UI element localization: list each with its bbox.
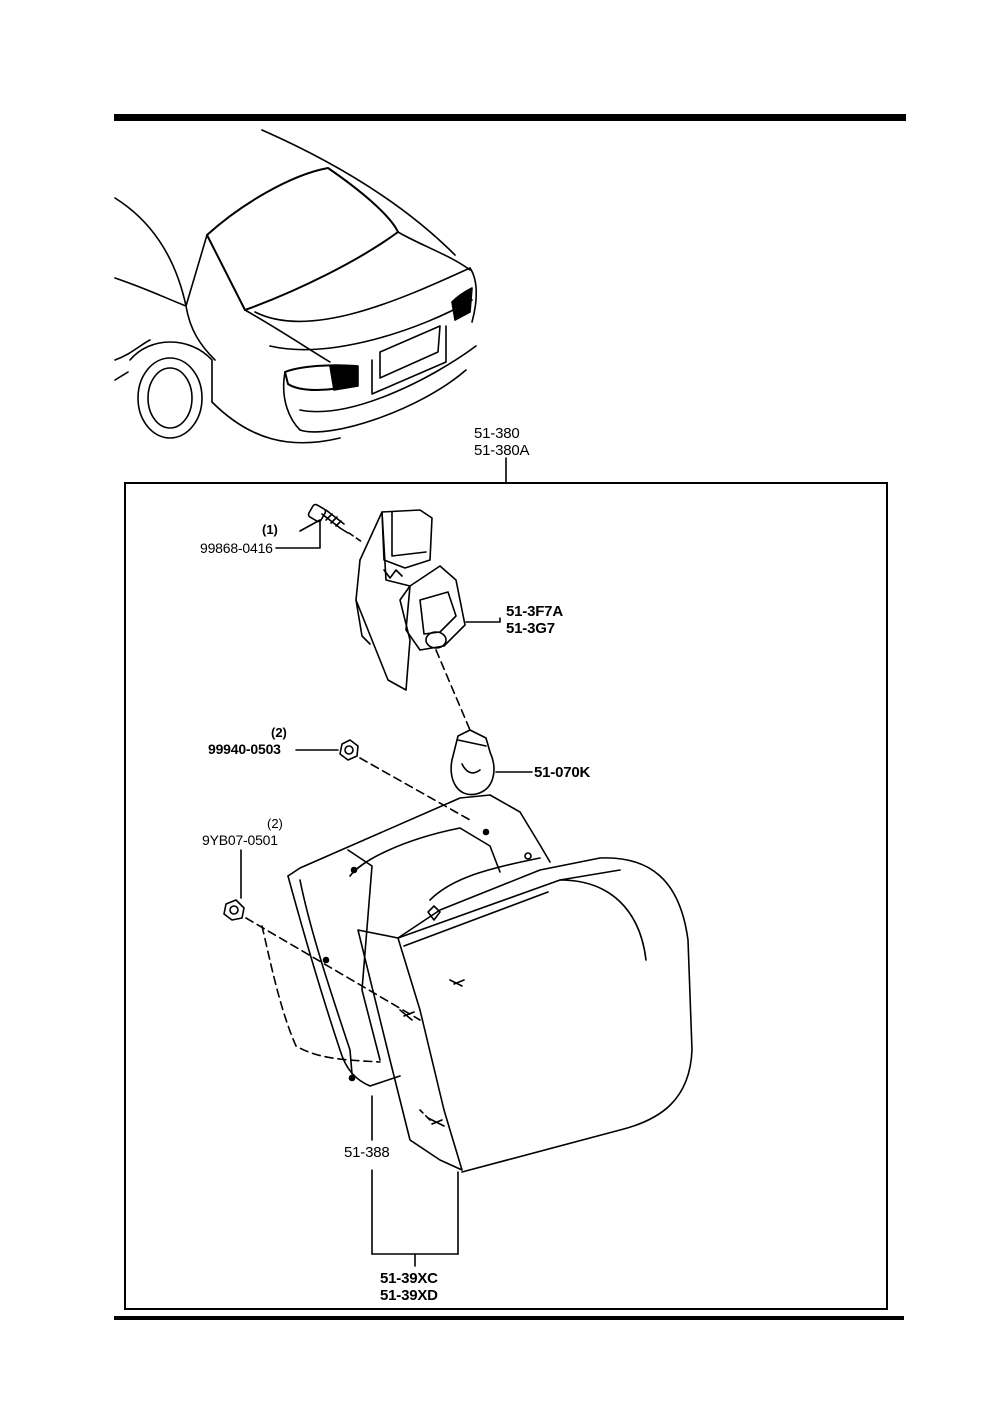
lens-part — [347, 849, 693, 1267]
lens-part-number: 51-39XC 51-39XD — [380, 1270, 438, 1304]
assembly-line-1: 51-380 — [474, 425, 520, 442]
socket-part-number: 51-3F7A 51-3G7 — [506, 603, 563, 637]
lens-line-2: 51-39XD — [380, 1287, 438, 1304]
clip-qty: (2) — [267, 816, 283, 831]
car-rear-view-illustration — [114, 129, 478, 444]
bulb-part — [450, 729, 533, 796]
clip-part-number: 9YB07-0501 — [202, 832, 278, 848]
gasket-part — [261, 794, 551, 1141]
rear-window — [206, 167, 399, 311]
bulb-socket-part — [355, 509, 501, 731]
footer-rule — [114, 1316, 904, 1320]
header-rule — [114, 114, 906, 121]
socket-line-2: 51-3G7 — [506, 620, 555, 637]
license-plate-recess — [379, 325, 441, 379]
nut-part-number: 99940-0503 — [208, 741, 281, 757]
clip-part — [223, 849, 421, 1021]
assembly-part-number: 51-380 51-380A — [474, 425, 530, 459]
assembly-line-2: 51-380A — [474, 442, 530, 459]
assembly-frame — [124, 482, 888, 1310]
socket-line-1: 51-3F7A — [506, 603, 563, 620]
screw-part-number: 99868-0416 — [200, 540, 273, 556]
bulb-part-number: 51-070K — [534, 764, 591, 781]
screw-part — [275, 503, 363, 549]
nut-qty: (2) — [271, 725, 287, 740]
gasket-part-number: 51-388 — [344, 1144, 390, 1161]
screw-qty: (1) — [262, 522, 278, 537]
nut-part — [295, 739, 471, 821]
right-taillight — [451, 287, 473, 321]
lens-line-1: 51-39XC — [380, 1270, 438, 1287]
